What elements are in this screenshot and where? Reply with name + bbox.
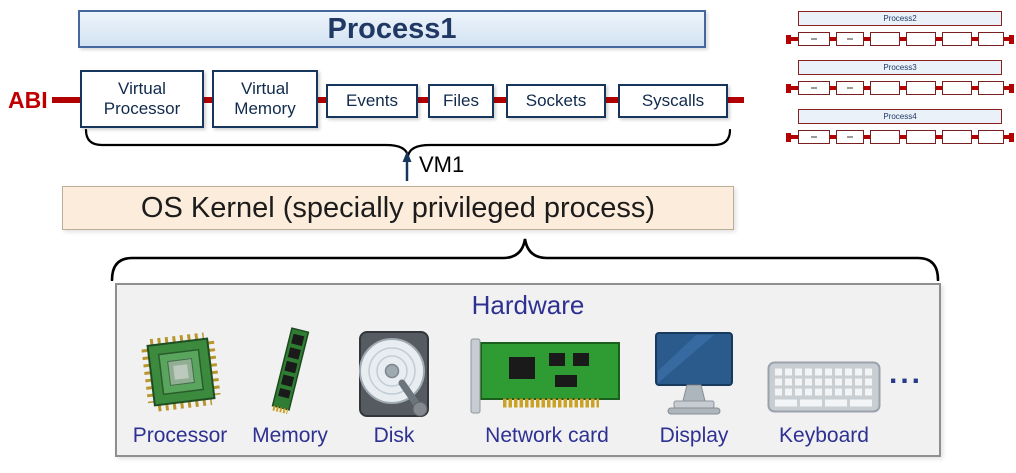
hardware-label-processor: Processor — [132, 424, 228, 447]
mini-component-box — [942, 130, 972, 144]
hardware-title: Hardware — [471, 290, 585, 320]
mini-component-box — [870, 81, 900, 95]
more-hardware-ellipsis: ... — [889, 357, 924, 390]
component-box-syscalls: Syscalls — [618, 84, 728, 118]
hardware-label-display: Display — [659, 424, 729, 447]
mini-process-row — [786, 32, 1014, 47]
mini-process-panel-3: Process3 — [786, 60, 1014, 96]
component-box-events: Events — [326, 84, 418, 118]
mini-component-box — [870, 130, 900, 144]
os-kernel-label: OS Kernel (specially privileged process) — [140, 191, 656, 224]
hardware-label-keyboard: Keyboard — [779, 424, 869, 447]
mini-bus-line — [786, 34, 1014, 44]
mini-component-box — [978, 81, 1004, 95]
keyboard-icon — [767, 361, 881, 413]
mini-component-box — [906, 81, 936, 95]
process1-title-box: Process1 — [78, 10, 706, 48]
mini-component-box — [906, 32, 936, 46]
mini-component-box — [942, 81, 972, 95]
mini-process-title: Process3 — [798, 60, 1002, 75]
component-box-sockets: Sockets — [506, 84, 606, 118]
mini-component-box — [978, 32, 1004, 46]
mini-component-box — [798, 130, 830, 144]
mini-component-box — [836, 32, 864, 46]
ram-icon — [271, 327, 310, 414]
hardware-brace — [110, 238, 940, 281]
mini-process-row — [786, 81, 1014, 96]
hardware-label-memory: Memory — [252, 424, 328, 447]
process1-title: Process1 — [327, 12, 457, 45]
mini-component-box — [798, 32, 830, 46]
os-kernel-box: OS Kernel (specially privileged process) — [62, 186, 734, 230]
vm1-brace — [84, 129, 732, 156]
mini-component-box — [798, 81, 830, 95]
network-card-icon — [470, 338, 620, 414]
abi-label: ABI — [8, 87, 48, 113]
mini-process-title: Process2 — [798, 11, 1002, 26]
mini-process-panel-2: Process2 — [786, 11, 1014, 47]
component-box-virtual-processor: Virtual Processor — [80, 70, 204, 128]
hardware-box: Hardware — [115, 283, 941, 457]
vm1-arrow-icon — [402, 151, 412, 181]
hardware-label-disk: Disk — [373, 424, 415, 447]
vm1-label: VM1 — [419, 152, 465, 177]
mini-component-box — [836, 130, 864, 144]
mini-component-box — [870, 32, 900, 46]
mini-process-panel-4: Process4 — [786, 109, 1014, 145]
mini-component-box — [978, 130, 1004, 144]
mini-bus-line — [786, 83, 1014, 93]
mini-component-box — [836, 81, 864, 95]
monitor-icon — [655, 332, 733, 415]
mini-component-box — [942, 32, 972, 46]
disk-icon — [359, 331, 429, 417]
mini-process-title: Process4 — [798, 109, 1002, 124]
hardware-label-network-card: Network card — [485, 424, 609, 447]
component-box-files: Files — [428, 84, 494, 118]
component-box-virtual-memory: Virtual Memory — [212, 70, 318, 128]
mini-process-row — [786, 130, 1014, 145]
cpu-icon — [141, 332, 221, 412]
mini-component-box — [906, 130, 936, 144]
mini-bus-line — [786, 132, 1014, 142]
